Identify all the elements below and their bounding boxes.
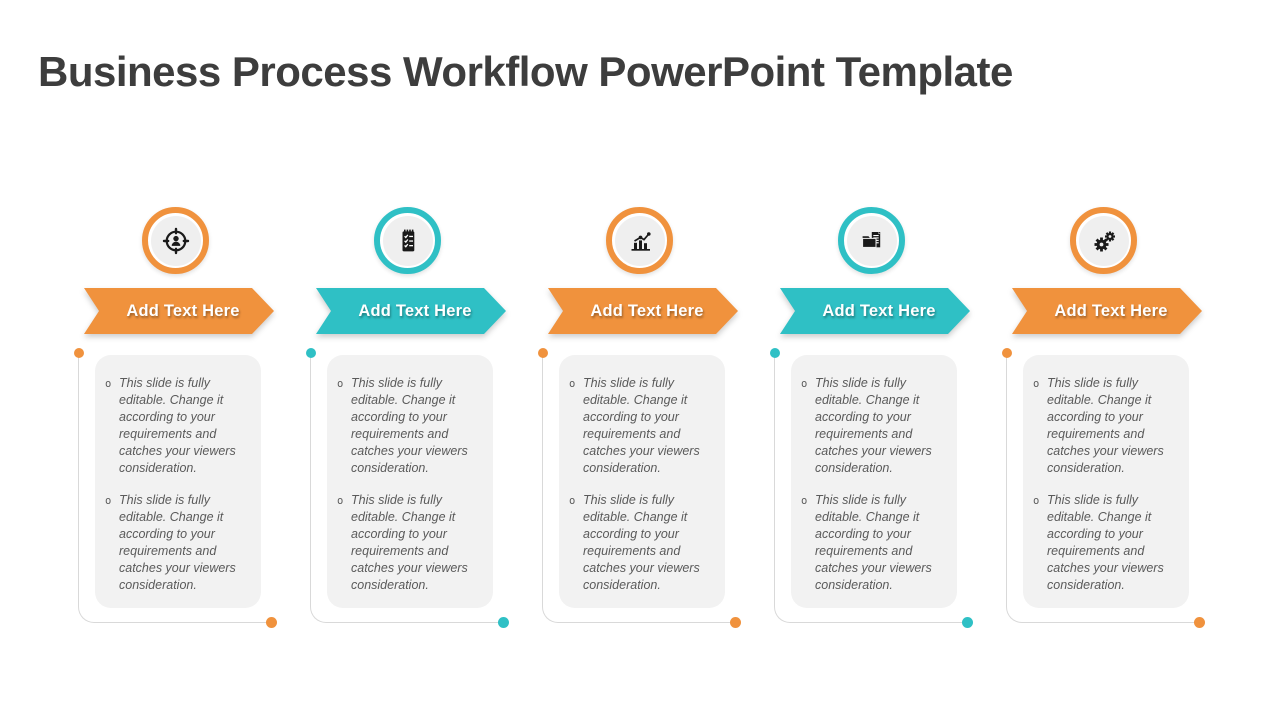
connector-line [774, 357, 968, 623]
bullet-text: This slide is fully editable. Change it … [1047, 493, 1164, 592]
bullet-text: This slide is fully editable. Change it … [119, 376, 236, 475]
bar-chart-growth-icon [614, 215, 665, 266]
connector-dot-bottom [962, 617, 973, 628]
connector-line [1006, 357, 1200, 623]
step-2-banner[interactable]: Add Text Here [316, 288, 506, 334]
step-3-icon-badge[interactable] [606, 207, 673, 274]
connector-dot-top [770, 348, 780, 358]
step-3-banner-shape: Add Text Here [548, 288, 738, 334]
step-3-banner[interactable]: Add Text Here [548, 288, 738, 334]
description-card[interactable]: o This slide is fully editable. Change i… [327, 355, 493, 608]
checklist-clipboard-icon [382, 215, 433, 266]
connector-dot-bottom [730, 617, 741, 628]
description-card[interactable]: o This slide is fully editable. Change i… [1023, 355, 1189, 608]
bullet-text: This slide is fully editable. Change it … [583, 376, 700, 475]
bullet-item: o This slide is fully editable. Change i… [105, 492, 251, 594]
banner-label: Add Text Here [1054, 301, 1168, 320]
bullet-marker: o [569, 378, 576, 390]
folder-documents-icon [846, 215, 897, 266]
workflow-step-4: Add Text Here o This slide is fully edit… [770, 205, 1004, 665]
workflow-step-1: Add Text Here o This slide is fully edit… [74, 205, 308, 665]
bullet-marker: o [105, 495, 112, 507]
bullet-marker: o [337, 378, 344, 390]
gears-icon [1078, 215, 1129, 266]
banner-label: Add Text Here [126, 301, 240, 320]
connector-dot-top [538, 348, 548, 358]
description-card[interactable]: o This slide is fully editable. Change i… [95, 355, 261, 608]
step-2-icon-badge[interactable] [374, 207, 441, 274]
workflow-step-3: Add Text Here o This slide is fully edit… [538, 205, 772, 665]
connector-line [310, 357, 504, 623]
bullet-marker: o [337, 495, 344, 507]
step-4-banner[interactable]: Add Text Here [780, 288, 970, 334]
step-5-banner-shape: Add Text Here [1012, 288, 1202, 334]
step-1-banner[interactable]: Add Text Here [84, 288, 274, 334]
connector-dot-bottom [1194, 617, 1205, 628]
bullet-marker: o [801, 495, 808, 507]
step-1-icon-badge[interactable] [142, 207, 209, 274]
step-5-icon-badge[interactable] [1070, 207, 1137, 274]
bullet-marker: o [801, 378, 808, 390]
step-4-banner-shape: Add Text Here [780, 288, 970, 334]
bullet-item: o This slide is fully editable. Change i… [569, 375, 715, 477]
bullet-marker: o [1033, 378, 1040, 390]
bullet-text: This slide is fully editable. Change it … [351, 493, 468, 592]
page-title: Business Process Workflow PowerPoint Tem… [38, 48, 1013, 95]
bullet-item: o This slide is fully editable. Change i… [1033, 375, 1179, 477]
connector-dot-top [1002, 348, 1012, 358]
bullet-item: o This slide is fully editable. Change i… [1033, 492, 1179, 594]
connector-dot-bottom [266, 617, 277, 628]
bullet-marker: o [569, 495, 576, 507]
target-audience-icon [150, 215, 201, 266]
step-2-banner-shape: Add Text Here [316, 288, 506, 334]
bullet-marker: o [105, 378, 112, 390]
banner-label: Add Text Here [358, 301, 472, 320]
bullet-item: o This slide is fully editable. Change i… [337, 375, 483, 477]
step-1-banner-shape: Add Text Here [84, 288, 274, 334]
step-5-banner[interactable]: Add Text Here [1012, 288, 1202, 334]
bullet-text: This slide is fully editable. Change it … [815, 376, 932, 475]
connector-line [78, 357, 272, 623]
description-card[interactable]: o This slide is fully editable. Change i… [559, 355, 725, 608]
banner-label: Add Text Here [590, 301, 704, 320]
connector-dot-top [74, 348, 84, 358]
bullet-item: o This slide is fully editable. Change i… [801, 492, 947, 594]
step-4-icon-badge[interactable] [838, 207, 905, 274]
connector-dot-top [306, 348, 316, 358]
bullet-marker: o [1033, 495, 1040, 507]
bullet-item: o This slide is fully editable. Change i… [337, 492, 483, 594]
workflow-step-5: Add Text Here o This slide is fully edit… [1002, 205, 1236, 665]
bullet-text: This slide is fully editable. Change it … [583, 493, 700, 592]
workflow-step-2: Add Text Here o This slide is fully edit… [306, 205, 540, 665]
banner-label: Add Text Here [822, 301, 936, 320]
bullet-text: This slide is fully editable. Change it … [815, 493, 932, 592]
connector-dot-bottom [498, 617, 509, 628]
connector-line [542, 357, 736, 623]
bullet-item: o This slide is fully editable. Change i… [105, 375, 251, 477]
bullet-item: o This slide is fully editable. Change i… [801, 375, 947, 477]
bullet-text: This slide is fully editable. Change it … [351, 376, 468, 475]
bullet-text: This slide is fully editable. Change it … [1047, 376, 1164, 475]
bullet-item: o This slide is fully editable. Change i… [569, 492, 715, 594]
description-card[interactable]: o This slide is fully editable. Change i… [791, 355, 957, 608]
bullet-text: This slide is fully editable. Change it … [119, 493, 236, 592]
